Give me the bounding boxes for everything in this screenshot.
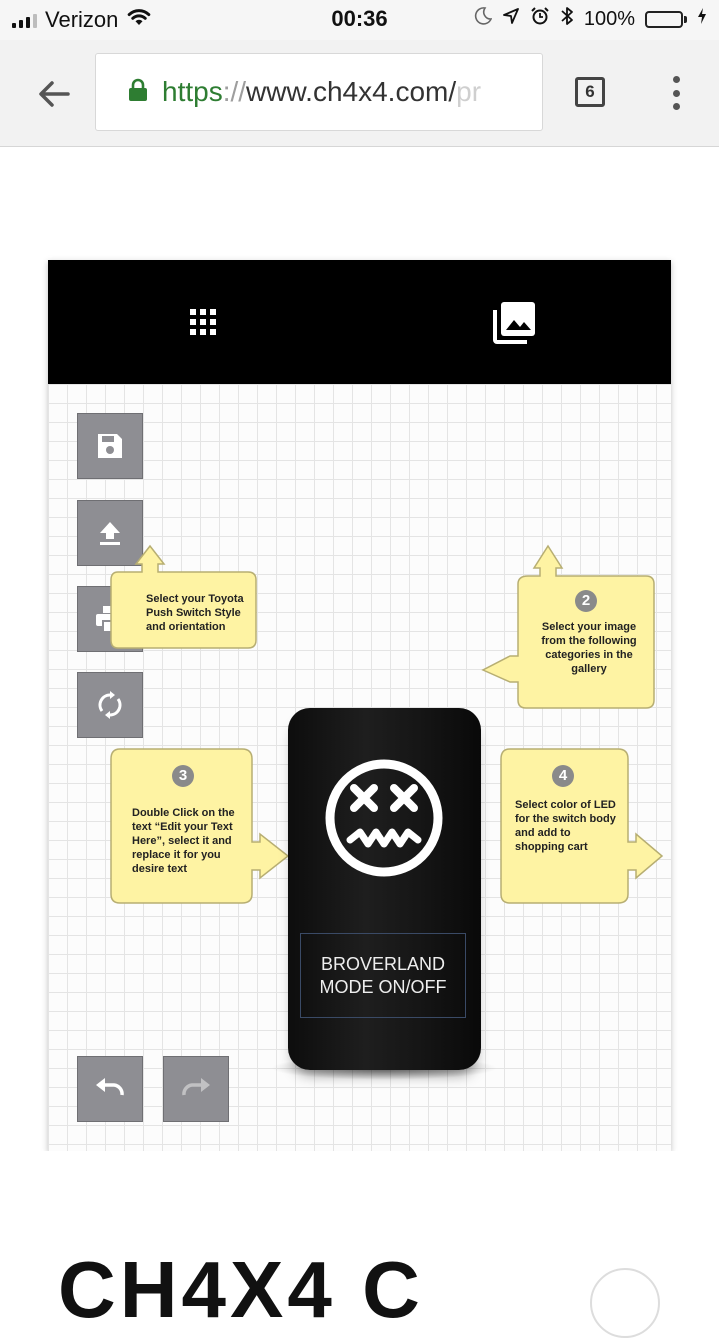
save-button[interactable] bbox=[77, 413, 143, 479]
design-canvas[interactable]: Select your Toyota Push Switch Style and… bbox=[48, 384, 671, 1151]
signal-icon bbox=[12, 12, 37, 28]
moon-icon bbox=[474, 7, 493, 31]
charging-icon bbox=[697, 7, 707, 31]
switch-text-line-1: BROVERLAND bbox=[320, 953, 446, 974]
callout-step-4: 4 Select color of LED for the switch bod… bbox=[500, 748, 664, 906]
refresh-icon bbox=[98, 691, 122, 719]
wifi-icon bbox=[126, 7, 152, 33]
callout-step-3-number: 3 bbox=[172, 765, 194, 787]
switch-text-line-2: MODE ON/OFF bbox=[319, 976, 447, 997]
switch-designer: Select your Toyota Push Switch Style and… bbox=[48, 260, 671, 1151]
refresh-button[interactable] bbox=[77, 672, 143, 738]
status-bar: Verizon 00:36 100% bbox=[0, 0, 719, 40]
upload-icon bbox=[100, 522, 120, 545]
callout-step-1-text: Select your Toyota Push Switch Style and… bbox=[146, 593, 244, 633]
redo-button[interactable] bbox=[163, 1056, 229, 1122]
back-arrow-icon[interactable] bbox=[32, 74, 76, 114]
callout-step-1: Select your Toyota Push Switch Style and… bbox=[110, 542, 260, 652]
battery-icon bbox=[645, 10, 687, 28]
page-content-below bbox=[0, 1151, 719, 1279]
apps-grid-icon[interactable] bbox=[189, 308, 217, 336]
alarm-icon bbox=[530, 6, 550, 32]
designer-toolbar bbox=[48, 260, 671, 384]
location-icon bbox=[502, 7, 520, 31]
clock: 00:36 bbox=[331, 6, 388, 31]
lock-icon bbox=[128, 78, 148, 107]
callout-step-2-text: Select your image from the following cat… bbox=[541, 621, 637, 675]
photo-library-icon[interactable] bbox=[491, 300, 537, 346]
address-bar[interactable]: https://www.ch4x4.com/pr bbox=[95, 53, 543, 131]
undo-button[interactable] bbox=[77, 1056, 143, 1122]
overflow-menu-icon[interactable] bbox=[666, 76, 686, 110]
brand-heading-peek: CH4X4 C bbox=[58, 1245, 424, 1334]
callout-step-3-text: Double Click on the text “Edit your Text… bbox=[132, 807, 235, 875]
callout-step-2: 2 Select your image from the following c… bbox=[478, 542, 658, 712]
callout-step-4-number: 4 bbox=[552, 765, 574, 787]
battery-percent: 100% bbox=[583, 7, 635, 30]
callout-step-3: 3 Double Click on the text “Edit your Te… bbox=[110, 748, 290, 906]
carrier-name: Verizon bbox=[45, 7, 119, 32]
browser-toolbar: https://www.ch4x4.com/pr 6 bbox=[0, 40, 719, 147]
save-icon bbox=[98, 434, 122, 458]
dizzy-face-icon[interactable] bbox=[324, 758, 444, 878]
callout-step-4-text: Select color of LED for the switch body … bbox=[515, 799, 616, 853]
url-text: https://www.ch4x4.com/pr bbox=[162, 76, 482, 107]
push-switch-preview[interactable]: BROVERLAND MODE ON/OFF bbox=[288, 708, 481, 1070]
switch-text-box[interactable]: BROVERLAND MODE ON/OFF bbox=[300, 933, 466, 1018]
callout-step-2-number: 2 bbox=[575, 590, 597, 612]
bluetooth-icon bbox=[560, 6, 574, 32]
tab-switcher-button[interactable]: 6 bbox=[575, 77, 605, 107]
undo-icon bbox=[96, 1078, 124, 1096]
redo-icon bbox=[182, 1078, 210, 1096]
upload-button[interactable] bbox=[77, 500, 143, 566]
